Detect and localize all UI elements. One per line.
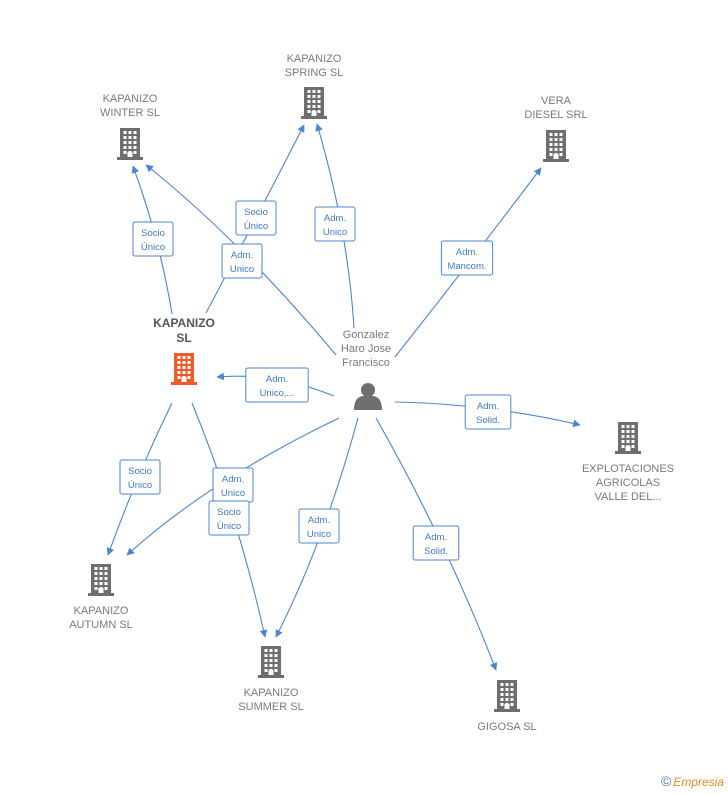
edge-label-box [119,459,161,495]
node-label: SUMMER SL [238,701,303,713]
edge-label-text: Adm. [425,532,447,543]
edge-labels-layer: SocioÚnicoSocioÚnicoAdm.UnicoAdm.UnicoAd… [119,200,512,561]
node-label: KAPANIZO [74,605,129,617]
node-label: KAPANIZO [153,316,215,330]
edge-label-text: Socio [217,507,241,518]
edge-label-text: Único [217,521,241,532]
node-gigosa[interactable]: GIGOSA SL [477,680,537,733]
edge-label-text: Unico [221,488,245,499]
edge-label-box [464,394,512,430]
edge-label-per-summer[interactable]: Adm. Unico [298,508,340,544]
edge-label-text: Unico [323,227,347,238]
node-label: Haro Jose [341,343,391,355]
edge-label-text: Único [141,242,165,253]
edge-label-text: Adm. [308,515,330,526]
node-label: GIGOSA SL [477,721,536,733]
edge-label-text: Adm. [477,401,499,412]
node-label: WINTER SL [100,107,160,119]
edge-label-box [412,525,460,561]
person-icon [354,383,382,410]
edge-label-text: Socio [141,228,165,239]
node-label: Gonzalez [343,329,389,341]
edge-label-text: Mancom. [447,261,486,272]
node-winter[interactable]: KAPANIZO WINTER SL [100,93,160,160]
building-icon [301,87,327,119]
edge-label-box [221,243,263,279]
edge-label-text: Adm. [231,250,253,261]
edge-label-box [314,206,356,242]
node-explot[interactable]: EXPLOTACIONES AGRICOLAS VALLE DEL... [582,422,674,503]
node-spring[interactable]: KAPANIZO SPRING SL [285,53,344,119]
edge-label-box [440,240,494,276]
building-icon [615,422,641,454]
building-icon [88,564,114,596]
edge-label-text: Unico,... [260,388,295,399]
copyright-icon: © [660,773,672,789]
building-icon [171,353,197,385]
node-label: AUTUMN SL [69,619,133,631]
node-autumn[interactable]: KAPANIZO AUTUMN SL [69,564,133,631]
edge-label-text: Socio [128,466,152,477]
edge-label-per-winter[interactable]: Adm. Unico [221,243,263,279]
edge-label-text: Unico [230,264,254,275]
edge-label-text: Adm. [266,374,288,385]
node-vera[interactable]: VERA DIESEL SRL [524,95,588,162]
building-icon [117,128,143,160]
edge-label-box [235,200,277,236]
edge-label-text: Solid. [424,546,448,557]
node-label: Francisco [342,357,390,369]
node-label: DIESEL SRL [524,109,587,121]
edge-label-per-explot[interactable]: Adm. Solid. [464,394,512,430]
edge-label-box [132,221,174,257]
node-label: SPRING SL [285,67,344,79]
edge-label-box [208,500,250,536]
building-icon [494,680,520,712]
node-label: KAPANIZO [103,93,158,105]
edge-label-box [298,508,340,544]
node-label: VERA [541,95,572,107]
edge-label-text: Adm. [456,247,478,258]
node-summer[interactable]: KAPANIZO SUMMER SL [238,646,304,713]
node-label: KAPANIZO [244,687,299,699]
edge-label-text: Único [128,480,152,491]
node-label: VALLE DEL... [594,491,661,503]
brand-footer[interactable]: ©Empresia [661,773,724,789]
edge-label-text: Adm. [222,474,244,485]
edge-label-text: Adm. [324,213,346,224]
edge-label-per-vera[interactable]: Adm. Mancom. [440,240,494,276]
node-label: AGRICOLAS [596,477,660,489]
edge-label-text: Socio [244,207,268,218]
edge-label-per-spring[interactable]: Adm. Unico [314,206,356,242]
edge-label-text: Unico [307,529,331,540]
edge-label-per-autumn[interactable]: Adm. Unico [212,467,254,503]
building-icon [543,130,569,162]
building-icon [258,646,284,678]
edge-label-text: Único [244,221,268,232]
node-label: SL [176,331,191,345]
edge-label-per-gigosa[interactable]: Adm. Solid. [412,525,460,561]
node-label: KAPANIZO [287,53,342,65]
edge-label-per-kap[interactable]: Adm. Unico,... [245,367,309,403]
node-label: EXPLOTACIONES [582,463,674,475]
brand-name: Empresia [673,775,724,789]
edge-label-box [245,367,309,403]
edge-label-text: Solid. [476,415,500,426]
nodes-layer: KAPANIZO WINTER SL KAPANIZO SPRING SL VERA DI… [69,53,674,733]
